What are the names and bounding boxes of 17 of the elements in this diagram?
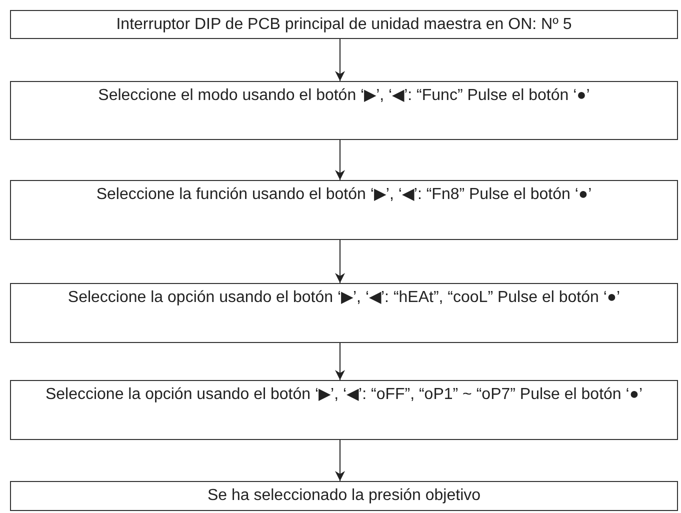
- arrow: [335, 140, 345, 180]
- arrow: [335, 240, 345, 284]
- step-text: Interruptor DIP de PCB principal de unidad maestra en ON: Nº 5: [116, 15, 572, 35]
- process-box: [10, 81, 678, 140]
- arrow: [335, 38, 345, 82]
- process-box: [10, 380, 678, 440]
- step-text: Seleccione la opción usando el botón ‘▶’, ‘◀’: “hEAt”, “cooL” Pulse el botón ‘●’: [68, 288, 620, 308]
- process-box: [10, 180, 678, 240]
- process-box: [10, 283, 678, 343]
- step-text: Seleccione el modo usando el botón ‘▶’, ‘◀’: “Func” Pulse el botón ‘●’: [98, 86, 590, 106]
- step-text: Seleccione la opción usando el botón ‘▶’, ‘◀’: “oFF”, “oP1” ~ “oP7” Pulse el botón ‘●’: [45, 385, 643, 405]
- arrow: [335, 440, 345, 482]
- step-text: Seleccione la función usando el botón ‘▶’, ‘◀’: “Fn8” Pulse el botón ‘●’: [96, 185, 592, 205]
- arrow: [335, 342, 345, 380]
- step-text: Se ha seleccionado la presión objetivo: [207, 486, 481, 506]
- process-box: [10, 481, 678, 511]
- process-box: [10, 10, 678, 39]
